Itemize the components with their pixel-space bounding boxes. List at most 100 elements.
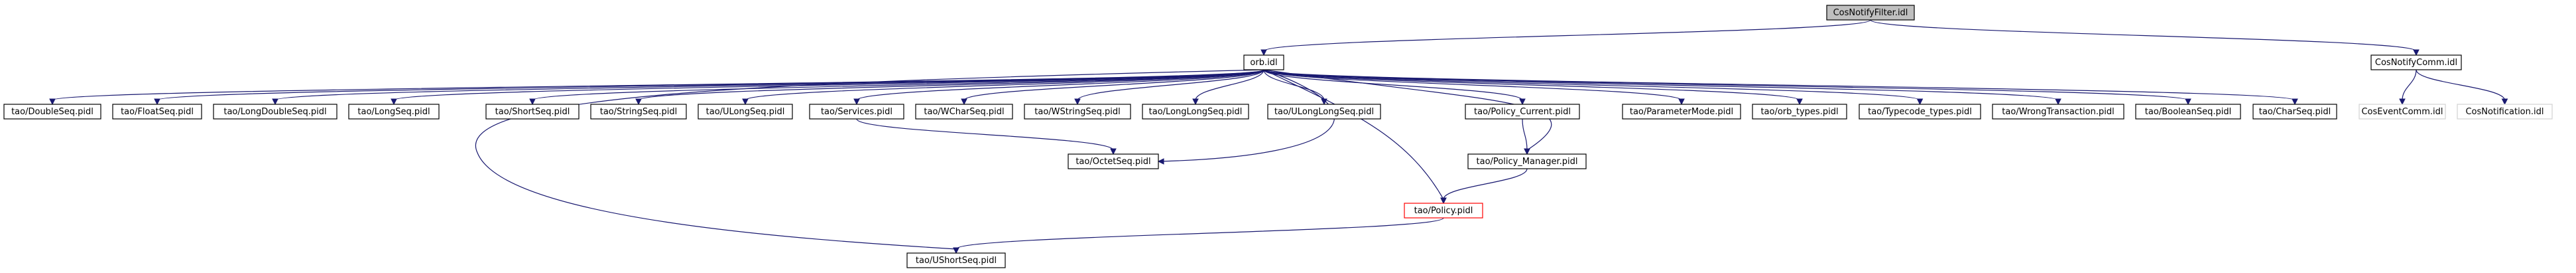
edge-orb-to-longlongseq <box>1192 69 1264 106</box>
node-box <box>698 104 793 120</box>
node-policy[interactable]: tao/Policy.pidl <box>1404 203 1483 219</box>
node-box <box>1465 104 1580 120</box>
node-box <box>1826 5 1915 21</box>
edge-services-to-octetseq <box>856 118 1117 155</box>
node-stringseq[interactable]: tao/StringSeq.pidl <box>590 104 687 120</box>
node-longdoubleseq[interactable]: tao/LongDoubleSeq.pidl <box>213 104 337 120</box>
node-ulonglongseq[interactable]: tao/ULongLongSeq.pidl <box>1267 104 1381 120</box>
edge-arrowhead <box>1110 148 1117 155</box>
node-longseq[interactable]: tao/LongSeq.pidl <box>348 104 440 120</box>
node-orb_types[interactable]: tao/orb_types.pidl <box>1752 104 1847 120</box>
node-box <box>1404 203 1483 219</box>
node-floatseq[interactable]: tao/FloatSeq.pidl <box>112 104 202 120</box>
node-cosnotifyfilter[interactable]: CosNotifyFilter.idl <box>1826 5 1915 21</box>
node-label: tao/Typecode_types.pidl <box>1868 107 1972 117</box>
edge-line <box>393 69 1264 101</box>
edge-arrowhead <box>1260 49 1267 56</box>
node-label: tao/FloatSeq.pidl <box>121 107 194 117</box>
node-octetseq[interactable]: tao/OctetSeq.pidl <box>1068 153 1159 169</box>
edge-arrowhead <box>1157 158 1164 165</box>
edge-line <box>745 69 1264 101</box>
node-ulongseq[interactable]: tao/ULongSeq.pidl <box>698 104 793 120</box>
edge-orb-to-wrongtransaction <box>1263 69 2061 106</box>
edge-line <box>1195 69 1264 101</box>
node-box <box>1622 104 1741 120</box>
edge-arrowhead <box>635 98 642 106</box>
node-label: tao/WrongTransaction.pidl <box>2002 107 2114 117</box>
edge-arrowhead <box>2185 98 2191 106</box>
edge-orb-to-octetseq <box>1157 69 1335 165</box>
edge-line <box>1870 19 2417 52</box>
node-box <box>348 104 440 120</box>
edge-arrowhead <box>154 98 160 106</box>
edge-arrowhead <box>2399 98 2406 106</box>
edge-line <box>2416 69 2506 101</box>
node-label: CosEventComm.idl <box>2361 107 2443 117</box>
node-label: tao/ParameterMode.pidl <box>1630 107 1733 117</box>
edge-orb-to-floatseq <box>154 69 1264 106</box>
node-parametermode[interactable]: tao/ParameterMode.pidl <box>1622 104 1741 120</box>
node-doubleseq[interactable]: tao/DoubleSeq.pidl <box>3 104 101 120</box>
node-wrongtransaction[interactable]: tao/WrongTransaction.pidl <box>1992 104 2124 120</box>
edge-line <box>475 69 1264 250</box>
node-label: tao/ShortSeq.pidl <box>495 107 570 117</box>
edge-orb-to-booleanseq <box>1263 69 2191 106</box>
node-label: tao/Services.pidl <box>821 107 892 117</box>
node-ushortseq[interactable]: tao/UShortSeq.pidl <box>906 252 1006 268</box>
node-layer: CosNotifyFilter.idl orb.idl CosNotifyComm.… <box>3 5 2553 268</box>
node-label: tao/WCharSeq.pidl <box>924 107 1004 117</box>
node-box <box>590 104 687 120</box>
node-label: tao/orb_types.pidl <box>1760 107 1838 117</box>
node-label: tao/UShortSeq.pidl <box>916 256 997 266</box>
edge-arrowhead <box>1916 98 1924 106</box>
edge-line <box>856 69 1264 101</box>
edge-arrowhead <box>2055 98 2061 106</box>
edge-policy_current-to-policy_manager <box>1522 118 1530 155</box>
node-services[interactable]: tao/Services.pidl <box>809 104 904 120</box>
node-label: tao/LongSeq.pidl <box>357 107 430 117</box>
edge-arrowhead <box>961 98 967 106</box>
edge-arrowhead <box>1192 98 1199 106</box>
node-box <box>1068 153 1159 169</box>
node-label: tao/Policy.pidl <box>1414 206 1473 216</box>
node-label: CosNotification.idl <box>2465 107 2544 117</box>
edge-line <box>532 69 1264 101</box>
node-wstringseq[interactable]: tao/WStringSeq.pidl <box>1024 104 1131 120</box>
edge-line <box>856 118 1114 151</box>
node-coseventcomm[interactable]: CosEventComm.idl <box>2359 104 2446 120</box>
node-box <box>1859 104 1981 120</box>
node-box <box>1267 104 1381 120</box>
node-label: orb.idl <box>1250 58 1277 68</box>
edge-arrowhead <box>853 98 860 106</box>
edge-line <box>1263 69 1444 200</box>
node-cosnotifycomm[interactable]: CosNotifyComm.idl <box>2370 54 2462 70</box>
node-box <box>1752 104 1847 120</box>
edge-orb-to-orb_types <box>1263 69 1803 106</box>
node-charseq[interactable]: tao/CharSeq.pidl <box>2252 104 2337 120</box>
edge-arrowhead <box>49 98 56 106</box>
edge-arrowhead <box>742 98 749 106</box>
node-box <box>2359 104 2446 120</box>
edge-policy_manager-to-policy <box>1440 168 1528 205</box>
edge-orb-to-charseq <box>1263 69 2298 106</box>
node-box <box>213 104 337 120</box>
node-label: tao/DoubleSeq.pidl <box>11 107 93 117</box>
node-booleanseq[interactable]: tao/BooleanSeq.pidl <box>2135 104 2241 120</box>
edge-orb-to-shortseq <box>529 69 1264 106</box>
node-label: tao/StringSeq.pidl <box>600 107 678 117</box>
edge-arrowhead <box>1524 148 1530 155</box>
node-policy_manager[interactable]: tao/Policy_Manager.pidl <box>1467 153 1587 169</box>
node-box <box>906 252 1006 268</box>
edge-line <box>1263 69 1921 101</box>
node-box <box>1024 104 1131 120</box>
edge-line <box>2402 69 2417 101</box>
node-typecode_types[interactable]: tao/Typecode_types.pidl <box>1859 104 1981 120</box>
node-shortseq[interactable]: tao/ShortSeq.pidl <box>485 104 580 120</box>
node-cosnotification[interactable]: CosNotification.idl <box>2457 104 2553 120</box>
node-wcharseq[interactable]: tao/WCharSeq.pidl <box>915 104 1013 120</box>
node-policy_current[interactable]: tao/Policy_Current.pidl <box>1465 104 1580 120</box>
node-orb[interactable]: orb.idl <box>1243 54 1284 70</box>
node-longlongseq[interactable]: tao/LongLongSeq.pidl <box>1142 104 1249 120</box>
edge-orb-to-ulongseq <box>742 69 1264 106</box>
